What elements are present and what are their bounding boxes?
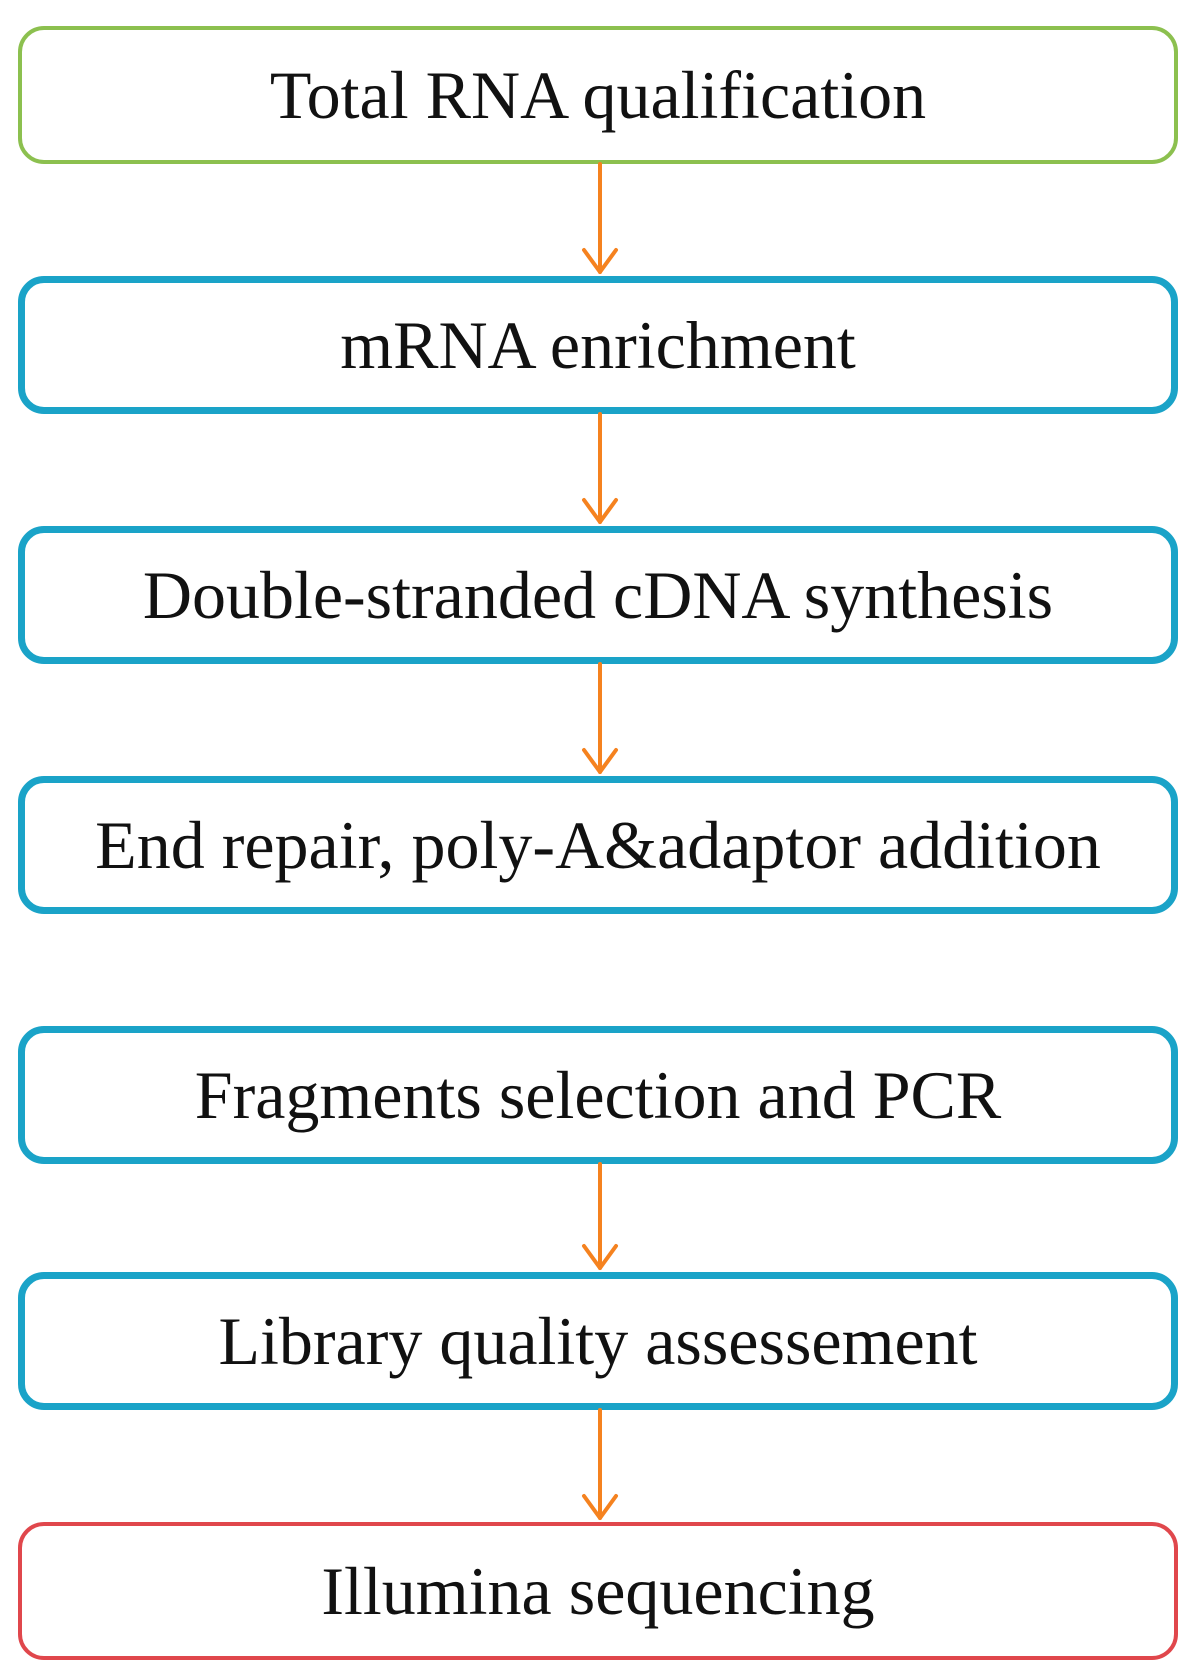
step-total-rna-qualification: Total RNA qualification [18, 26, 1178, 164]
arrow-down-icon [582, 662, 618, 774]
step-mrna-enrichment: mRNA enrichment [18, 276, 1178, 414]
step-label: Fragments selection and PCR [194, 1057, 1002, 1133]
step-label: Double-stranded cDNA synthesis [142, 557, 1054, 633]
step-label: Library quality assessement [218, 1303, 978, 1379]
step-end-repair-adaptor-addition: End repair, poly-A&adaptor addition [18, 776, 1178, 914]
step-label: Illumina sequencing [321, 1553, 875, 1629]
step-label: End repair, poly-A&adaptor addition [95, 807, 1101, 883]
step-label: mRNA enrichment [340, 307, 856, 383]
step-library-quality-assessment: Library quality assessement [18, 1272, 1178, 1410]
arrow-down-icon [582, 1408, 618, 1520]
step-label: Total RNA qualification [269, 57, 927, 133]
step-double-stranded-cdna-synthesis: Double-stranded cDNA synthesis [18, 526, 1178, 664]
arrow-down-icon [582, 162, 618, 274]
arrow-down-icon [582, 412, 618, 524]
step-fragments-selection-pcr: Fragments selection and PCR [18, 1026, 1178, 1164]
arrow-down-icon [582, 1162, 618, 1270]
step-illumina-sequencing: Illumina sequencing [18, 1522, 1178, 1660]
